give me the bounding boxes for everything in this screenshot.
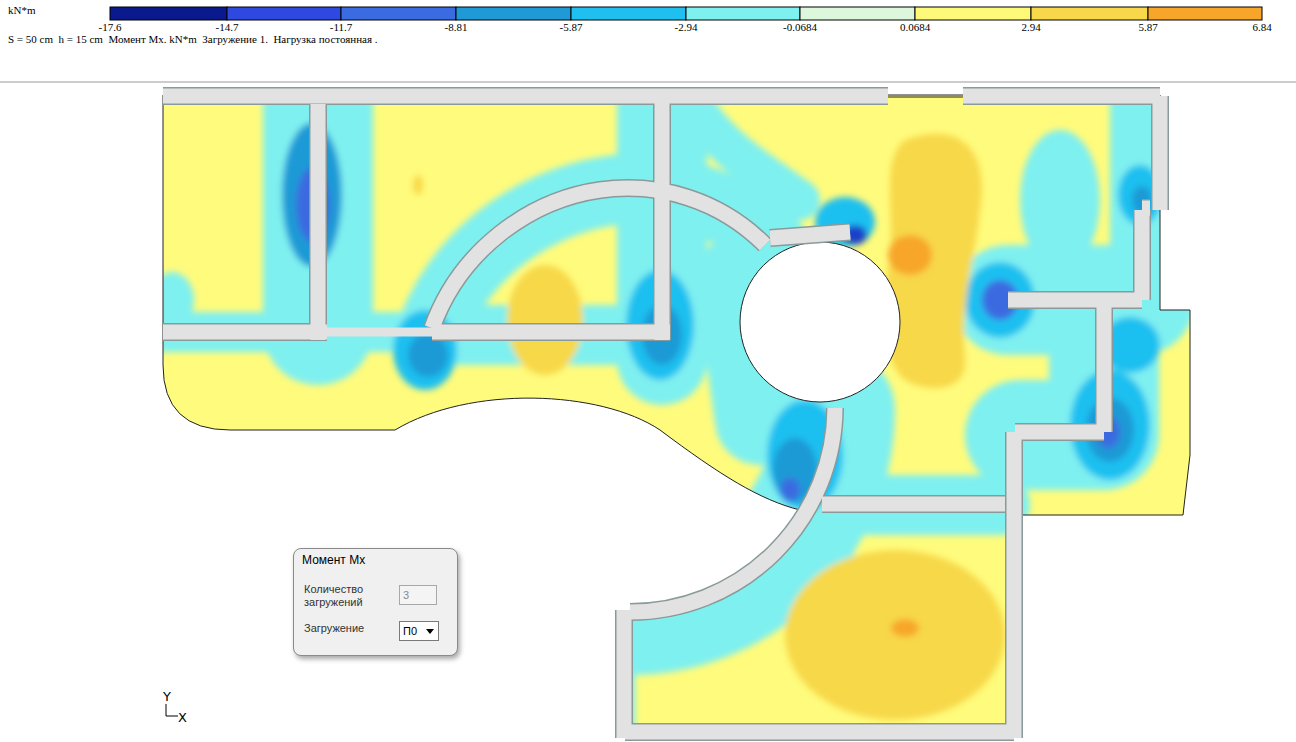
field-label: Загружение	[304, 622, 364, 635]
scale-value: -17.6	[99, 21, 122, 34]
scale-value: -5.87	[560, 21, 583, 34]
scale-value: -11.7	[330, 21, 353, 34]
field-label: Количество загружений	[304, 583, 366, 609]
scale-value: -14.7	[216, 21, 239, 34]
dialog-panel: Момент Mx Количество загруженийЗагружение…	[293, 548, 458, 656]
axis-label: X	[178, 711, 187, 724]
scale-value: 0.0684	[900, 21, 930, 34]
load-dropdown: П0	[399, 621, 439, 641]
field-value: П0	[403, 625, 417, 638]
scale-value: -8.81	[445, 21, 468, 34]
scale-value: 6.84	[1252, 21, 1271, 34]
moment-field	[150, 90, 1210, 740]
color-bar	[110, 7, 1262, 20]
scale-value: -2.94	[675, 21, 698, 34]
scale-value: 2.94	[1021, 21, 1040, 34]
scale-value: -0.0684	[783, 21, 817, 34]
field-value: 3	[403, 589, 409, 602]
count-field: 3	[399, 585, 437, 605]
axis-symbol	[166, 704, 178, 716]
panel-title: Момент Mx	[302, 554, 365, 567]
dropdown-arrow	[424, 623, 436, 639]
separator	[0, 82, 1296, 83]
walls	[163, 96, 1160, 738]
axis-label: Y	[163, 690, 171, 703]
opening	[740, 242, 900, 402]
scale-value: 5.87	[1138, 21, 1157, 34]
unit-label: kN*m	[8, 4, 36, 17]
header-text: S = 50 cm h = 15 cm Момент Mx. kN*m Загр…	[8, 33, 378, 46]
